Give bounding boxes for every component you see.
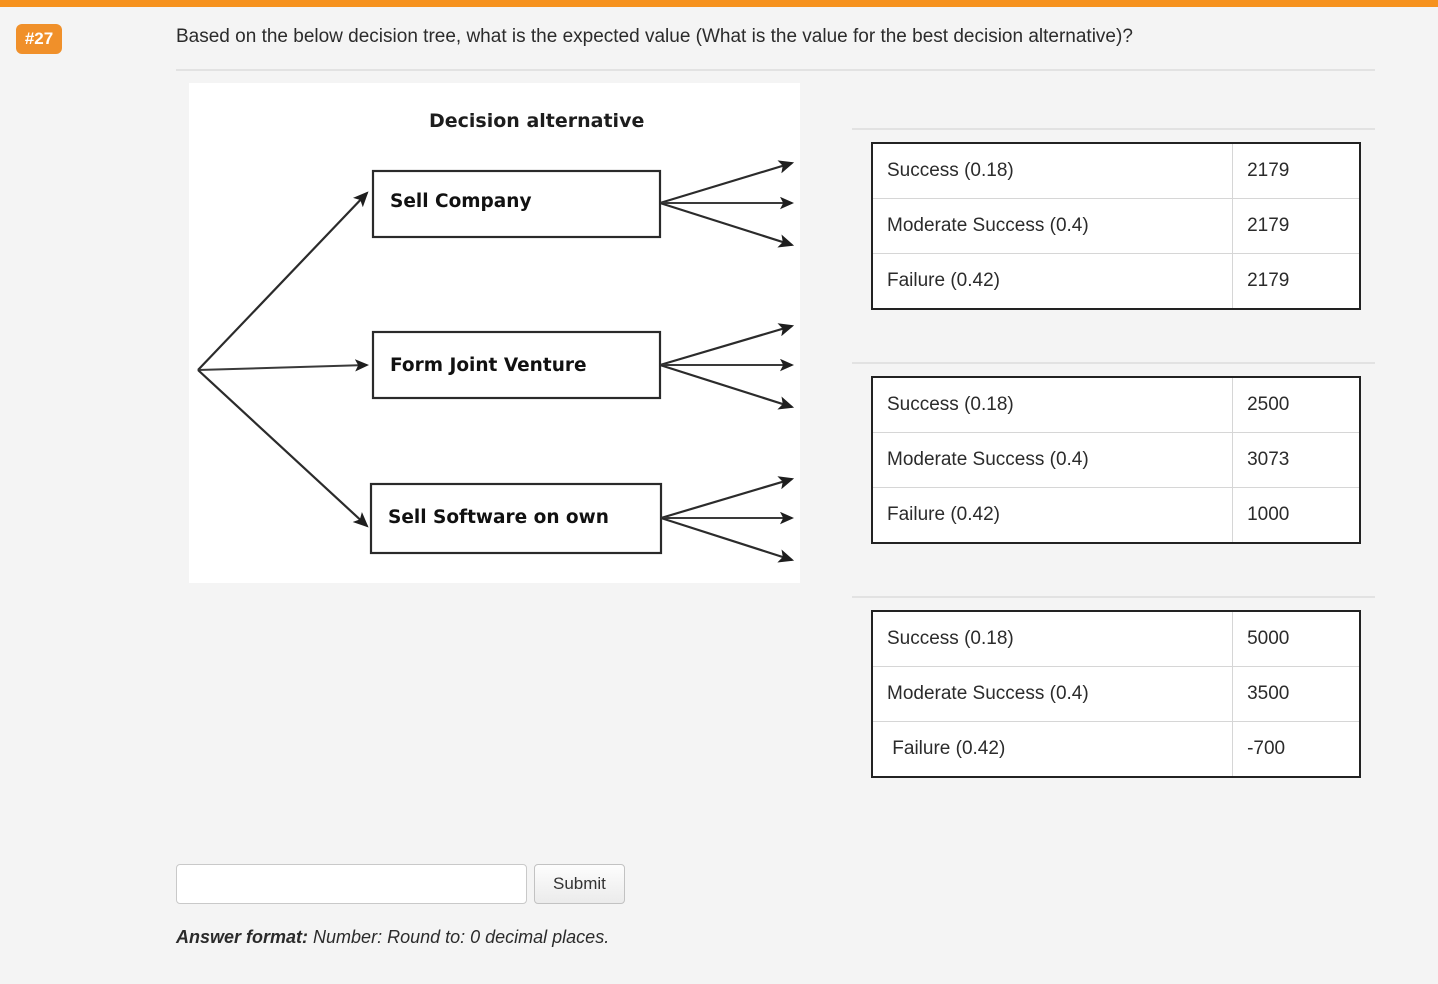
table-row: Success (0.18) 2500	[872, 377, 1360, 433]
value-cell: 5000	[1232, 611, 1360, 667]
table-row: Failure (0.42) 1000	[872, 487, 1360, 543]
node-label-sell-company: Sell Company	[390, 191, 532, 212]
node-box-form-joint-venture	[371, 330, 662, 400]
value-cell: 3073	[1232, 432, 1360, 488]
table-separator-2	[852, 362, 1375, 364]
node-label-form-joint-venture: Form Joint Venture	[390, 355, 587, 376]
edge-root-to-joint-venture	[197, 359, 369, 372]
payoff-table-form-joint-venture: Success (0.18) 2500 Moderate Success (0.…	[871, 376, 1361, 544]
payoff-table-sell-company: Success (0.18) 2179 Moderate Success (0.…	[871, 142, 1361, 310]
value-cell: 2179	[1232, 143, 1360, 199]
outcome-cell: Moderate Success (0.4)	[872, 432, 1234, 488]
edge-root-to-sell-software	[197, 369, 369, 528]
outcome-cell: Success (0.18)	[872, 611, 1234, 667]
value-cell: 2179	[1232, 253, 1360, 309]
node-box-sell-company	[371, 169, 662, 239]
edge-joint-venture-failure	[659, 363, 795, 410]
edge-sell-company-failure	[659, 201, 795, 248]
outcome-cell: Failure (0.42)	[872, 721, 1234, 777]
answer-format-text: Number: Round to: 0 decimal places.	[313, 927, 610, 947]
edge-root-to-sell-company	[197, 191, 369, 371]
value-cell: -700	[1232, 721, 1360, 777]
table-row: Failure (0.42) 2179	[872, 253, 1360, 309]
answer-format-label: Answer format:	[176, 927, 309, 947]
edge-sell-company-success	[659, 160, 795, 205]
node-box-sell-software	[369, 482, 663, 555]
question-number-badge: #27	[16, 24, 62, 54]
value-cell: 3500	[1232, 666, 1360, 722]
decision-tree-image: Decision alternative Sell Company Form J…	[189, 83, 800, 583]
table-row: Failure (0.42) -700	[872, 721, 1360, 777]
table-row: Moderate Success (0.4) 2179	[872, 198, 1360, 254]
outcome-cell: Success (0.18)	[872, 377, 1234, 433]
value-cell: 1000	[1232, 487, 1360, 543]
tree-title: Decision alternative	[429, 110, 644, 132]
answer-input[interactable]	[176, 864, 527, 904]
table-row: Success (0.18) 5000	[872, 611, 1360, 667]
table-row: Moderate Success (0.4) 3500	[872, 666, 1360, 722]
table-row: Moderate Success (0.4) 3073	[872, 432, 1360, 488]
edge-sell-software-success	[660, 476, 795, 520]
outcome-cell: Failure (0.42)	[872, 487, 1234, 543]
outcome-cell: Success (0.18)	[872, 143, 1234, 199]
payoff-table-sell-software: Success (0.18) 5000 Moderate Success (0.…	[871, 610, 1361, 778]
answer-format-hint: Answer format: Number: Round to: 0 decim…	[176, 927, 609, 948]
node-label-sell-software: Sell Software on own	[388, 507, 609, 528]
outcome-cell: Moderate Success (0.4)	[872, 198, 1234, 254]
table-separator-1	[852, 128, 1375, 130]
edge-sell-software-failure	[660, 516, 795, 563]
outcome-cell: Moderate Success (0.4)	[872, 666, 1234, 722]
top-accent-bar	[0, 0, 1438, 7]
question-text: Based on the below decision tree, what i…	[176, 26, 1133, 47]
submit-button[interactable]: Submit	[534, 864, 625, 904]
value-cell: 2179	[1232, 198, 1360, 254]
table-row: Success (0.18) 2179	[872, 143, 1360, 199]
outcome-cell: Failure (0.42)	[872, 253, 1234, 309]
question-divider	[176, 69, 1375, 71]
edge-joint-venture-success	[659, 323, 795, 367]
value-cell: 2500	[1232, 377, 1360, 433]
table-separator-3	[852, 596, 1375, 598]
